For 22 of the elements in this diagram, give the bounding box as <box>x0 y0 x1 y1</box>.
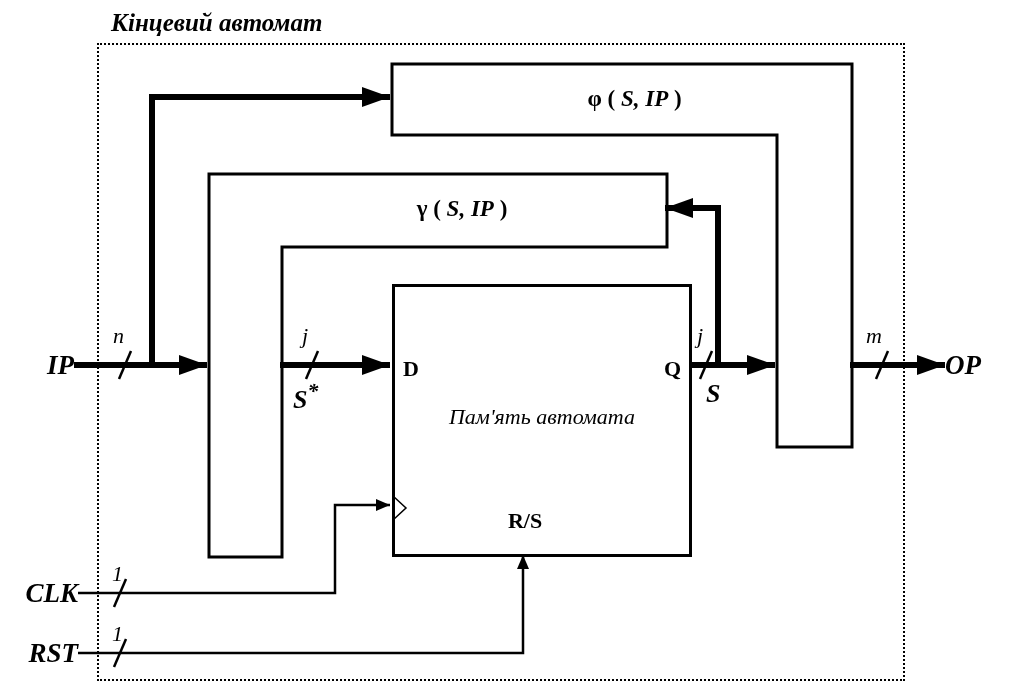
signal-arrow <box>74 87 390 368</box>
bus-width-label: 1 <box>112 622 123 647</box>
signal-arrow <box>280 355 390 375</box>
port-label: Q <box>663 357 681 382</box>
signal-name: OP <box>945 348 1007 382</box>
signal-name: IP <box>16 348 74 382</box>
signal-arrow <box>78 499 390 595</box>
bus-width-label: n <box>113 324 124 349</box>
port-label: R/S <box>506 509 544 534</box>
bus-width-label: m <box>866 324 882 349</box>
bus-width-label: 1 <box>112 562 123 587</box>
signal-arrow <box>850 355 945 375</box>
port-label: D <box>403 357 419 382</box>
memory-label: Пам'ять автомата <box>447 405 637 430</box>
signal-arrow <box>78 555 529 655</box>
function-label: γ ( S, IP ) <box>415 196 509 222</box>
function-label: φ ( S, IP ) <box>586 86 683 112</box>
signal-arrow <box>665 198 721 368</box>
signal-name: CLK <box>12 576 78 610</box>
memory-block <box>392 284 692 557</box>
frame-title: Кінцевий автомат <box>111 9 323 37</box>
signal-name: RST <box>12 636 78 670</box>
